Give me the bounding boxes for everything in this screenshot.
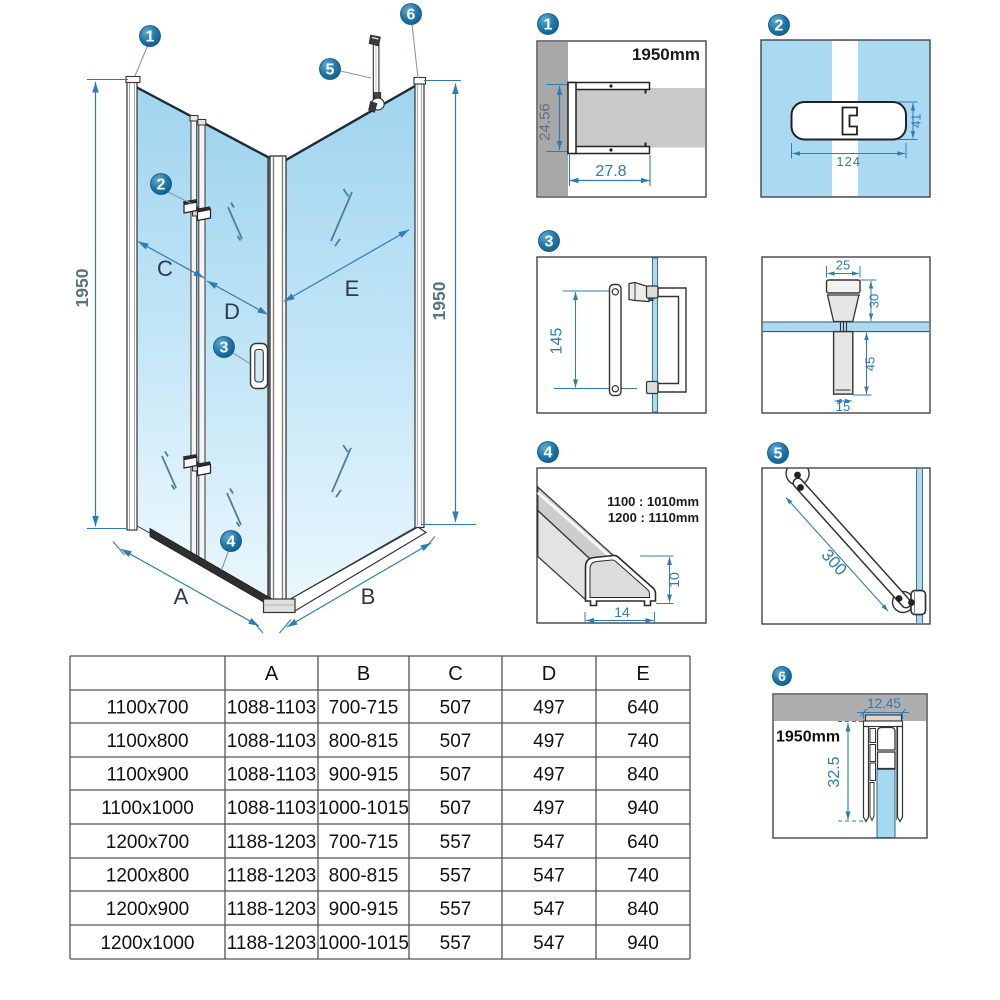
svg-text:1100x700: 1100x700 bbox=[106, 698, 188, 719]
svg-text:1950: 1950 bbox=[429, 281, 449, 320]
svg-text:E: E bbox=[345, 276, 360, 301]
svg-text:3: 3 bbox=[220, 339, 229, 356]
svg-text:145: 145 bbox=[549, 328, 566, 355]
svg-text:10: 10 bbox=[666, 572, 682, 588]
svg-text:14: 14 bbox=[614, 604, 630, 620]
svg-text:12.45: 12.45 bbox=[867, 696, 901, 711]
svg-text:497: 497 bbox=[533, 698, 565, 719]
svg-text:740: 740 bbox=[627, 866, 659, 887]
svg-text:27.8: 27.8 bbox=[595, 163, 626, 180]
svg-text:1100x900: 1100x900 bbox=[106, 765, 188, 786]
svg-text:1200x1000: 1200x1000 bbox=[100, 933, 194, 954]
svg-text:6: 6 bbox=[778, 668, 786, 684]
svg-text:557: 557 bbox=[440, 866, 472, 887]
svg-text:900-915: 900-915 bbox=[329, 899, 399, 920]
svg-text:640: 640 bbox=[627, 832, 659, 853]
svg-text:1188-1203: 1188-1203 bbox=[227, 899, 316, 920]
svg-text:E: E bbox=[636, 663, 649, 685]
svg-text:1200x900: 1200x900 bbox=[106, 899, 189, 920]
svg-text:1188-1203: 1188-1203 bbox=[227, 832, 316, 853]
svg-text:1: 1 bbox=[146, 28, 155, 45]
svg-text:1000-1015: 1000-1015 bbox=[318, 933, 409, 954]
svg-text:547: 547 bbox=[533, 866, 565, 887]
svg-text:700-715: 700-715 bbox=[329, 832, 399, 853]
svg-text:1100 : 1010mm: 1100 : 1010mm bbox=[607, 494, 699, 509]
svg-text:B: B bbox=[361, 584, 376, 609]
svg-text:557: 557 bbox=[440, 899, 472, 920]
svg-text:1950mm: 1950mm bbox=[632, 45, 700, 64]
svg-text:940: 940 bbox=[627, 933, 659, 954]
svg-text:4: 4 bbox=[544, 444, 553, 461]
svg-text:124: 124 bbox=[836, 154, 861, 169]
svg-text:497: 497 bbox=[533, 731, 565, 752]
svg-text:1950mm: 1950mm bbox=[776, 729, 840, 746]
svg-text:1100x1000: 1100x1000 bbox=[101, 798, 194, 819]
svg-text:5: 5 bbox=[326, 61, 335, 78]
svg-text:15: 15 bbox=[836, 399, 850, 414]
svg-text:1188-1203: 1188-1203 bbox=[227, 866, 316, 887]
svg-text:5: 5 bbox=[774, 445, 783, 462]
svg-text:497: 497 bbox=[533, 765, 565, 786]
svg-text:D: D bbox=[224, 299, 240, 324]
svg-text:800-815: 800-815 bbox=[329, 731, 399, 752]
svg-text:1950: 1950 bbox=[72, 268, 92, 307]
svg-text:A: A bbox=[174, 584, 189, 609]
svg-text:2: 2 bbox=[775, 17, 784, 34]
svg-text:1088-1103: 1088-1103 bbox=[227, 798, 316, 819]
svg-text:547: 547 bbox=[533, 899, 565, 920]
svg-text:D: D bbox=[542, 663, 556, 685]
svg-text:840: 840 bbox=[627, 899, 659, 920]
svg-text:1188-1203: 1188-1203 bbox=[227, 933, 316, 954]
svg-text:497: 497 bbox=[533, 798, 565, 819]
svg-text:32.5: 32.5 bbox=[826, 756, 843, 787]
svg-text:41: 41 bbox=[909, 113, 924, 127]
svg-text:900-915: 900-915 bbox=[329, 765, 399, 786]
svg-text:24.56: 24.56 bbox=[537, 103, 554, 141]
svg-text:1100x800: 1100x800 bbox=[106, 731, 188, 752]
svg-text:C: C bbox=[157, 256, 173, 281]
svg-text:1200 : 1110mm: 1200 : 1110mm bbox=[608, 510, 699, 525]
svg-text:30: 30 bbox=[867, 294, 882, 308]
svg-text:1000-1015: 1000-1015 bbox=[318, 798, 409, 819]
svg-text:25: 25 bbox=[836, 258, 850, 273]
svg-text:4: 4 bbox=[227, 533, 236, 550]
svg-text:940: 940 bbox=[627, 798, 659, 819]
svg-text:507: 507 bbox=[440, 765, 472, 786]
svg-text:1200x700: 1200x700 bbox=[106, 832, 189, 853]
svg-text:840: 840 bbox=[627, 765, 659, 786]
svg-text:1088-1103: 1088-1103 bbox=[227, 731, 316, 752]
svg-text:45: 45 bbox=[863, 357, 878, 371]
svg-text:6: 6 bbox=[407, 6, 416, 23]
svg-text:557: 557 bbox=[440, 933, 472, 954]
svg-text:B: B bbox=[357, 663, 370, 685]
svg-text:547: 547 bbox=[533, 933, 565, 954]
svg-text:557: 557 bbox=[440, 832, 472, 853]
svg-text:507: 507 bbox=[440, 731, 472, 752]
svg-text:A: A bbox=[265, 663, 279, 685]
svg-text:507: 507 bbox=[440, 798, 472, 819]
svg-text:2: 2 bbox=[157, 176, 166, 193]
svg-text:1: 1 bbox=[544, 16, 553, 33]
svg-text:740: 740 bbox=[627, 731, 659, 752]
svg-text:3: 3 bbox=[545, 233, 554, 250]
svg-text:C: C bbox=[448, 663, 462, 685]
svg-text:1200x800: 1200x800 bbox=[106, 866, 189, 887]
svg-text:1088-1103: 1088-1103 bbox=[227, 698, 316, 719]
svg-text:507: 507 bbox=[440, 698, 472, 719]
svg-text:1088-1103: 1088-1103 bbox=[227, 765, 316, 786]
svg-text:547: 547 bbox=[533, 832, 565, 853]
svg-text:640: 640 bbox=[627, 698, 659, 719]
svg-text:800-815: 800-815 bbox=[329, 866, 399, 887]
svg-text:700-715: 700-715 bbox=[329, 698, 399, 719]
